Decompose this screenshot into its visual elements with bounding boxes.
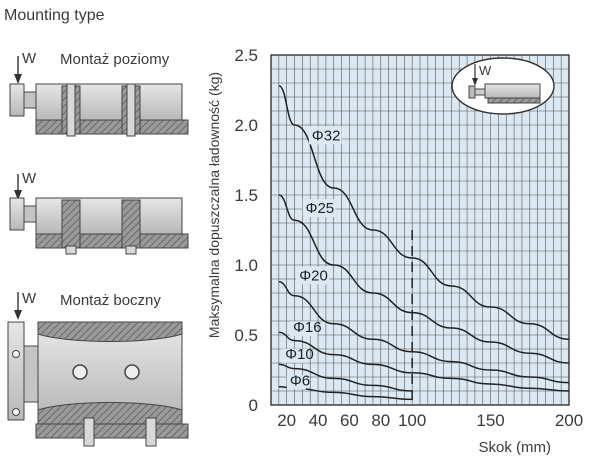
y-tick-label: 0 bbox=[249, 396, 258, 415]
series-label: Φ10 bbox=[285, 346, 314, 363]
load-symbol: W bbox=[22, 290, 37, 307]
y-tick-label: 2.0 bbox=[234, 116, 258, 135]
series-label: Φ25 bbox=[306, 200, 335, 217]
series-line bbox=[278, 363, 413, 392]
orientation-inset: W bbox=[451, 57, 555, 115]
series-label-background bbox=[286, 375, 307, 390]
x-axis-label: Skok (mm) bbox=[479, 439, 552, 456]
load-symbol: W bbox=[22, 50, 37, 67]
x-tick-label: 100 bbox=[398, 411, 426, 430]
load-symbol: W bbox=[479, 63, 492, 78]
load-chart: 20 40 60 80 100 150 200 0 0.5 1.0 1.5 2.0 2.5 Φ32Φ2… bbox=[206, 46, 583, 456]
series-line bbox=[278, 194, 570, 364]
x-tick-label: 200 bbox=[555, 411, 583, 430]
series-label-background bbox=[296, 266, 330, 285]
side-mount-drawing: W Montaż boczny bbox=[7, 290, 189, 447]
x-tick-labels: 20 40 60 80 100 150 200 bbox=[277, 411, 583, 430]
y-tick-labels: 0 0.5 1.0 1.5 2.0 2.5 bbox=[234, 46, 258, 415]
y-tick-label: 2.5 bbox=[234, 46, 258, 65]
y-tick-label: 0.5 bbox=[234, 326, 258, 345]
horizontal-mount-drawing-2: W bbox=[9, 170, 189, 255]
y-axis-label: Maksymalna dopuszczalna ładowność (kg) bbox=[206, 72, 222, 338]
series-label: Φ32 bbox=[312, 127, 341, 144]
horizontal-mount-drawing-1: W Montaż poziomy bbox=[9, 50, 189, 137]
series-line bbox=[278, 85, 570, 340]
x-tick-label: 60 bbox=[340, 411, 359, 430]
series-label: Φ16 bbox=[293, 319, 322, 336]
x-tick-label: 20 bbox=[277, 411, 296, 430]
curve-series bbox=[278, 85, 570, 401]
series-label-background bbox=[308, 126, 342, 145]
y-tick-label: 1.0 bbox=[234, 256, 258, 275]
series-line bbox=[278, 331, 570, 392]
series-line bbox=[278, 281, 570, 384]
x-tick-label: 40 bbox=[309, 411, 328, 430]
series-label: Φ20 bbox=[299, 267, 328, 284]
x-tick-label: 80 bbox=[371, 411, 390, 430]
series-label: Φ6 bbox=[290, 372, 310, 389]
x-tick-label: 150 bbox=[476, 411, 504, 430]
horizontal-mount-label: Montaż poziomy bbox=[60, 51, 170, 68]
series-label-background bbox=[282, 348, 308, 363]
series-label-background bbox=[289, 321, 318, 337]
series-label-background bbox=[302, 199, 336, 218]
load-symbol: W bbox=[22, 170, 37, 187]
mounting-type-title: Mounting type bbox=[4, 7, 105, 24]
y-tick-label: 1.5 bbox=[234, 186, 258, 205]
side-mount-label: Montaż boczny bbox=[60, 292, 161, 309]
